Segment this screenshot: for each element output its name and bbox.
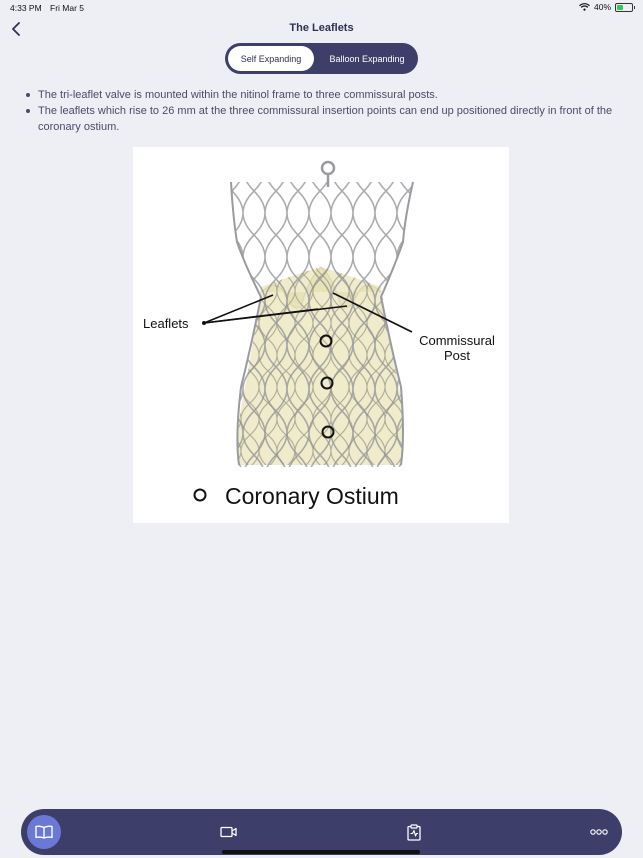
navigation-bar: The Leaflets bbox=[0, 18, 643, 40]
tab-more[interactable] bbox=[581, 809, 617, 855]
status-time: 4:33 PM bbox=[10, 3, 42, 13]
segment-self-expanding[interactable]: Self Expanding bbox=[228, 46, 314, 71]
battery-icon bbox=[615, 2, 635, 12]
nitinol-frame bbox=[230, 160, 414, 467]
ostium-marker bbox=[321, 425, 335, 439]
tab-active-indicator bbox=[27, 815, 61, 849]
segment-balloon-expanding[interactable]: Balloon Expanding bbox=[329, 53, 405, 64]
legend-marker bbox=[193, 488, 207, 502]
chevron-left-icon bbox=[12, 22, 20, 36]
video-camera-icon bbox=[219, 826, 237, 838]
label-commissural: Commissural bbox=[419, 333, 495, 348]
status-date: Fri Mar 5 bbox=[50, 3, 85, 13]
ostium-marker bbox=[320, 376, 334, 390]
status-left: 4:33 PM Fri Mar 5 bbox=[10, 3, 84, 13]
clipboard-chart-icon bbox=[407, 823, 421, 841]
home-indicator bbox=[222, 850, 420, 854]
label-leaflets: Leaflets bbox=[143, 316, 189, 331]
status-bar: 4:33 PM Fri Mar 5 40% bbox=[0, 0, 643, 16]
bullet-item: The tri-leaflet valve is mounted within … bbox=[24, 87, 624, 103]
book-icon bbox=[35, 825, 53, 839]
legend-label: Coronary Ostium bbox=[225, 483, 399, 509]
tab-library[interactable] bbox=[21, 809, 67, 855]
label-post: Post bbox=[444, 348, 470, 363]
bullet-item: The leaflets which rise to 26 mm at the … bbox=[24, 103, 624, 135]
valve-figure: Leaflets Commissural Post Coronary Ostiu… bbox=[133, 147, 509, 523]
more-dots-icon bbox=[590, 829, 608, 835]
battery-percent: 40% bbox=[593, 2, 611, 12]
wifi-icon bbox=[579, 3, 590, 11]
tab-videos[interactable] bbox=[211, 809, 245, 855]
page-title: The Leaflets bbox=[289, 22, 354, 34]
leaflet-pointers bbox=[202, 294, 348, 325]
status-right: 40% bbox=[579, 2, 635, 12]
tab-checklist[interactable] bbox=[397, 809, 431, 855]
valve-illustration: Leaflets Commissural Post Coronary Ostiu… bbox=[143, 160, 495, 509]
commissural-pointer bbox=[332, 292, 413, 333]
battery-fill bbox=[617, 4, 623, 10]
ostium-marker bbox=[319, 334, 333, 348]
bottom-tab-bar bbox=[21, 809, 622, 855]
back-button[interactable] bbox=[8, 20, 26, 38]
segmented-control: Self Expanding Balloon Expanding bbox=[225, 43, 418, 74]
description-list: The tri-leaflet valve is mounted within … bbox=[24, 87, 624, 135]
